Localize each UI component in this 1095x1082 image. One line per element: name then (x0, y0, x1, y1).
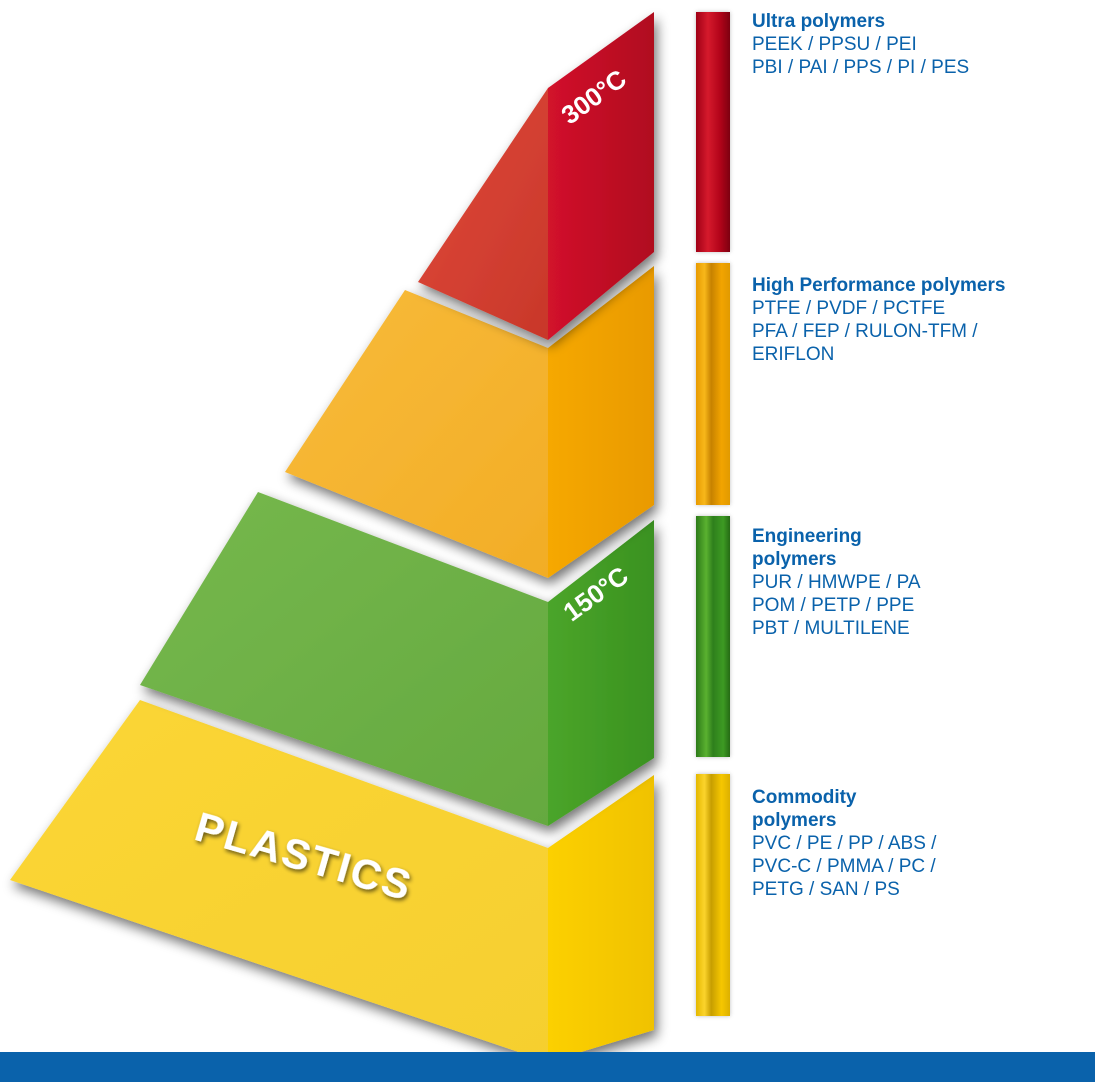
engineering-color-bar (696, 516, 730, 757)
high-performance-line-2: PFA / FEP / RULON-TFM / (752, 321, 978, 342)
ultra-line-1: PEEK / PPSU / PEI (752, 34, 917, 55)
high-performance-title: High Performance polymers (752, 275, 1006, 296)
tier-ultra-block (418, 12, 654, 340)
high-performance-polymers-label: High Performance polymers PTFE / PVDF / … (752, 274, 1092, 366)
commodity-line-1: PVC / PE / PP / ABS / (752, 833, 937, 854)
bottom-band (0, 1052, 1095, 1082)
high-performance-line-3: ERIFLON (752, 344, 835, 365)
tier-commodity-block (10, 700, 654, 1062)
engineering-polymers-label: Engineering polymers PUR / HMWPE / PA PO… (752, 525, 1092, 640)
ultra-color-bar (696, 12, 730, 252)
tier-high-performance-block (285, 266, 654, 578)
commodity-title-line-2: polymers (752, 810, 837, 831)
ultra-polymers-label: Ultra polymers PEEK / PPSU / PEI PBI / P… (752, 10, 1092, 79)
commodity-title-line-1: Commodity (752, 787, 857, 808)
ultra-line-2: PBI / PAI / PPS / PI / PES (752, 57, 970, 78)
engineering-line-3: PBT / MULTILENE (752, 618, 910, 639)
engineering-line-1: PUR / HMWPE / PA (752, 572, 921, 593)
high-performance-line-1: PTFE / PVDF / PCTFE (752, 298, 946, 319)
tier-engineering-block (140, 492, 654, 826)
commodity-color-bar (696, 774, 730, 1016)
engineering-line-2: POM / PETP / PPE (752, 595, 915, 616)
commodity-polymers-label: Commodity polymers PVC / PE / PP / ABS /… (752, 786, 1092, 901)
engineering-title-line-2: polymers (752, 549, 837, 570)
ultra-title: Ultra polymers (752, 11, 886, 32)
high-performance-color-bar (696, 263, 730, 505)
commodity-line-3: PETG / SAN / PS (752, 879, 900, 900)
engineering-title-line-1: Engineering (752, 526, 862, 547)
commodity-line-2: PVC-C / PMMA / PC / (752, 856, 936, 877)
